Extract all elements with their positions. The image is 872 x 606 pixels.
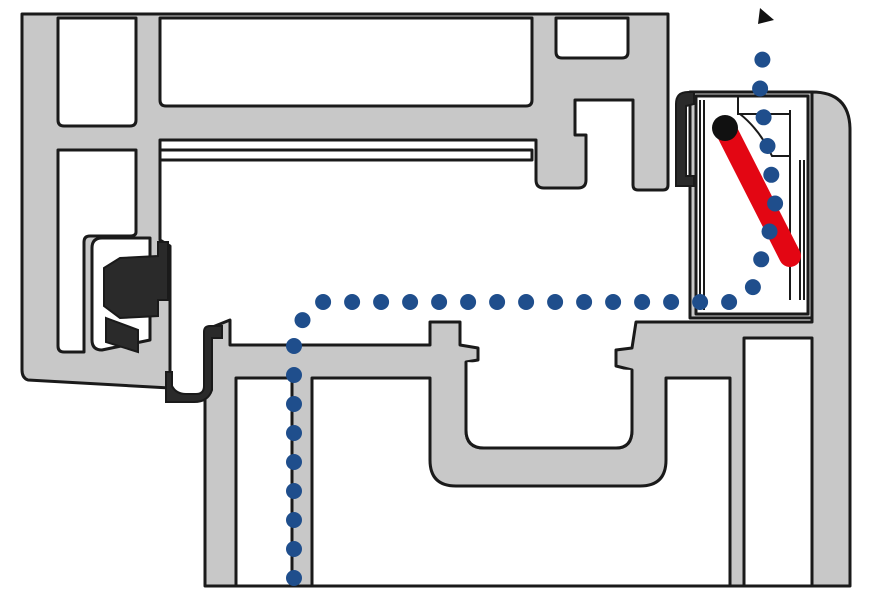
frame-chamber-left: [234, 376, 294, 588]
airflow-path: [286, 51, 784, 586]
airflow-dot: [576, 294, 593, 310]
frame-chamber-right: [742, 336, 814, 588]
airflow-dot: [344, 294, 361, 310]
airflow-dot: [373, 294, 390, 310]
airflow-dot: [286, 570, 302, 586]
valve-hinge-pivot: [712, 115, 738, 141]
airflow-dot: [663, 294, 680, 310]
airflow-dot: [460, 294, 477, 310]
airflow-dot: [286, 425, 302, 441]
sash-chamber-top-right: [554, 16, 630, 60]
airflow-dot: [286, 396, 302, 412]
frame-chamber-middle: [310, 376, 732, 588]
valve-seal-top: [675, 91, 695, 187]
airflow-dot: [752, 80, 769, 97]
sash-profile: [20, 12, 670, 390]
frame-profile: [203, 90, 852, 588]
airflow-dot: [605, 294, 622, 310]
frame-groove: [464, 362, 634, 450]
frame-hook-seal: [165, 325, 223, 403]
valve-flap: [712, 115, 801, 267]
sash-chamber-left: [56, 148, 138, 354]
airflow-dot: [286, 541, 302, 557]
airflow-dot: [744, 279, 761, 296]
sash-chamber-top-middle: [158, 16, 534, 108]
airflow-dot: [286, 367, 302, 383]
airflow-dot: [402, 294, 419, 310]
airflow-dot: [315, 294, 332, 310]
airflow-dot: [634, 294, 651, 310]
airflow-dot: [431, 294, 448, 310]
airflow-dot: [754, 51, 771, 68]
sash-chamber-inner: [158, 148, 534, 162]
airflow-dot: [286, 454, 302, 470]
airflow-dot: [755, 109, 772, 126]
airflow-dot: [692, 294, 709, 310]
airflow-dot: [547, 294, 564, 310]
airflow-arrow-icon: [758, 8, 774, 24]
airflow-dot: [721, 294, 738, 310]
airflow-dot: [767, 195, 784, 212]
sash-chamber-top-left: [56, 16, 138, 128]
airflow-dot: [753, 251, 770, 268]
airflow-dot: [763, 166, 780, 183]
glazing-seal: [90, 236, 169, 354]
airflow-dot: [286, 483, 302, 499]
airflow-dot: [761, 223, 778, 240]
airflow-dot: [759, 138, 776, 154]
airflow-dot: [286, 512, 302, 528]
airflow-dot: [489, 294, 506, 310]
vent-valve-housing: [675, 90, 814, 320]
airflow-dot: [518, 294, 535, 310]
airflow-dot: [294, 312, 311, 329]
airflow-dot: [286, 338, 302, 354]
